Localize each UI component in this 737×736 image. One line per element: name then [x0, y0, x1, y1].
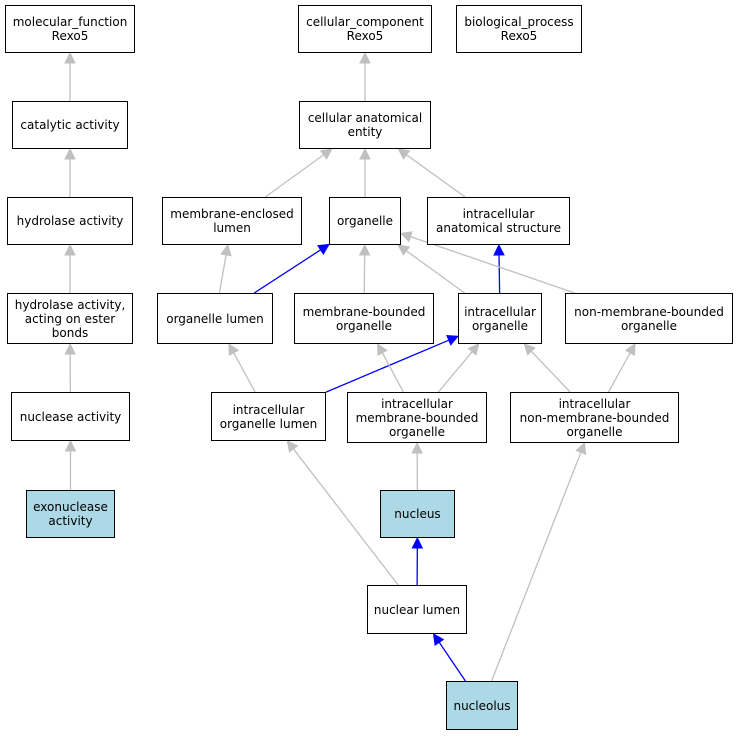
edge-intracellular_membrane_bounded_organelle-to-membrane_bounded_organelle	[381, 352, 404, 393]
edge-organelle_lumen-to-organelle	[253, 249, 321, 294]
edge-nuclear_lumen-to-intracellular_organelle_lumen	[292, 448, 399, 586]
arrowhead-intracellular_organelle_lumen-to-organelle_lumen	[228, 343, 240, 356]
edge-nucleolus-to-intracellular_non_membrane_bounded_organelle	[490, 452, 582, 682]
node-intracellular-anatomical-structure[interactable]: intracellular anatomical structure	[427, 197, 570, 245]
node-nucleolus[interactable]: nucleolus	[446, 681, 518, 730]
node-molecular-function[interactable]: molecular_function Rexo5	[5, 5, 135, 53]
arrowhead-intracellular_non_membrane_bounded_organelle-to-intracellular_organelle	[523, 343, 536, 356]
arrowhead-nuclear_lumen-to-intracellular_organelle_lumen	[286, 440, 299, 453]
arrowhead-exonuclease_activity-to-nuclease_activity	[64, 439, 77, 452]
arrowhead-catalytic_activity-to-molecular_function	[64, 51, 76, 64]
arrowhead-intracellular_anatomical_structure-to-cellular_anatomical_entity	[397, 148, 411, 160]
node-intracellular-organelle[interactable]: intracellular organelle	[458, 293, 542, 344]
arrowhead-nucleolus-to-nuclear_lumen	[432, 633, 445, 646]
node-nucleus[interactable]: nucleus	[380, 490, 455, 538]
node-intracellular-organelle-lumen[interactable]: intracellular organelle lumen	[211, 392, 326, 441]
node-cellular-anatomical-entity[interactable]: cellular anatomical entity	[299, 101, 431, 149]
arrowhead-nuclear_lumen-to-nucleus	[411, 536, 424, 549]
arrowhead-hydrolase_activity-to-catalytic_activity	[64, 147, 76, 160]
node-non-membrane-bounded-organelle[interactable]: non-membrane-bounded organelle	[565, 293, 733, 344]
edge-intracellular_membrane_bounded_organelle-to-intracellular_organelle	[437, 351, 473, 393]
edge-intracellular_organelle-to-intracellular_anatomical_structure	[498, 254, 501, 294]
arrowhead-non_membrane_bounded_organelle-to-organelle	[399, 231, 413, 243]
arrowhead-intracellular_organelle-to-intracellular_anatomical_structure	[493, 243, 505, 256]
arrowhead-nucleus-to-intracellular_membrane_bounded_organelle	[411, 441, 423, 454]
edge-intracellular_organelle_lumen-to-intracellular_organelle	[325, 339, 450, 393]
edge-intracellular_organelle-to-organelle	[405, 250, 466, 294]
edge-nucleolus-to-nuclear_lumen	[438, 641, 466, 682]
arrowhead-intracellular_non_membrane_bounded_organelle-to-non_membrane_bounded_organelle	[624, 343, 636, 356]
node-nuclear-lumen[interactable]: nuclear lumen	[367, 585, 467, 634]
node-catalytic-activity[interactable]: catalytic activity	[12, 101, 128, 149]
node-organelle[interactable]: organelle	[329, 197, 401, 245]
edge-intracellular_non_membrane_bounded_organelle-to-non_membrane_bounded_organelle	[607, 352, 631, 393]
arrowhead-nuclease_activity-to-hydrolase_activity_ester	[64, 342, 76, 355]
arrowhead-membrane_enclosed_lumen-to-cellular_anatomical_entity	[319, 148, 333, 160]
node-cellular-component[interactable]: cellular_component Rexo5	[298, 5, 432, 53]
node-nuclease-activity[interactable]: nuclease activity	[11, 392, 130, 441]
arrowhead-organelle_lumen-to-membrane_enclosed_lumen	[220, 243, 232, 257]
node-intracellular-membrane-bounded-organelle[interactable]: intracellular membrane-bounded organelle	[347, 392, 487, 443]
edge-intracellular_non_membrane_bounded_organelle-to-intracellular_organelle	[530, 350, 571, 393]
arrowhead-organelle-to-cellular_anatomical_entity	[359, 147, 371, 160]
edge-membrane_enclosed_lumen-to-cellular_anatomical_entity	[264, 154, 325, 198]
arrowhead-hydrolase_activity_ester-to-hydrolase_activity	[64, 243, 76, 256]
node-hydrolase-activity[interactable]: hydrolase activity	[7, 197, 133, 245]
node-exonuclease-activity[interactable]: exonuclease activity	[26, 490, 115, 538]
node-intracellular-non-membrane-bounded-organelle[interactable]: intracellular non-membrane-bounded organ…	[510, 392, 679, 443]
arrowhead-cellular_anatomical_entity-to-cellular_component	[359, 51, 371, 64]
node-organelle-lumen[interactable]: organelle lumen	[157, 293, 273, 344]
edge-organelle_lumen-to-membrane_enclosed_lumen	[218, 254, 227, 294]
arrowhead-nucleolus-to-intracellular_non_membrane_bounded_organelle	[575, 441, 587, 455]
arrowhead-intracellular_membrane_bounded_organelle-to-membrane_bounded_organelle	[377, 343, 388, 356]
node-membrane-enclosed-lumen[interactable]: membrane-enclosed lumen	[162, 197, 302, 245]
edge-intracellular_anatomical_structure-to-cellular_anatomical_entity	[406, 154, 466, 198]
node-biological-process[interactable]: biological_process Rexo5	[456, 5, 582, 53]
arrowhead-membrane_bounded_organelle-to-organelle	[358, 243, 371, 256]
edge-non_membrane_bounded_organelle-to-organelle	[410, 235, 575, 294]
edge-intracellular_organelle_lumen-to-organelle_lumen	[233, 352, 256, 393]
node-membrane-bounded-organelle[interactable]: membrane-bounded organelle	[294, 293, 434, 344]
arrowhead-intracellular_organelle_lumen-to-intracellular_organelle	[446, 335, 460, 346]
arrowhead-organelle_lumen-to-organelle	[317, 243, 330, 255]
arrowhead-intracellular_membrane_bounded_organelle-to-intracellular_organelle	[467, 343, 480, 356]
node-hydrolase-activity-ester-bonds[interactable]: hydrolase activity, acting on ester bond…	[7, 293, 133, 344]
arrowhead-intracellular_organelle-to-organelle	[397, 244, 411, 256]
